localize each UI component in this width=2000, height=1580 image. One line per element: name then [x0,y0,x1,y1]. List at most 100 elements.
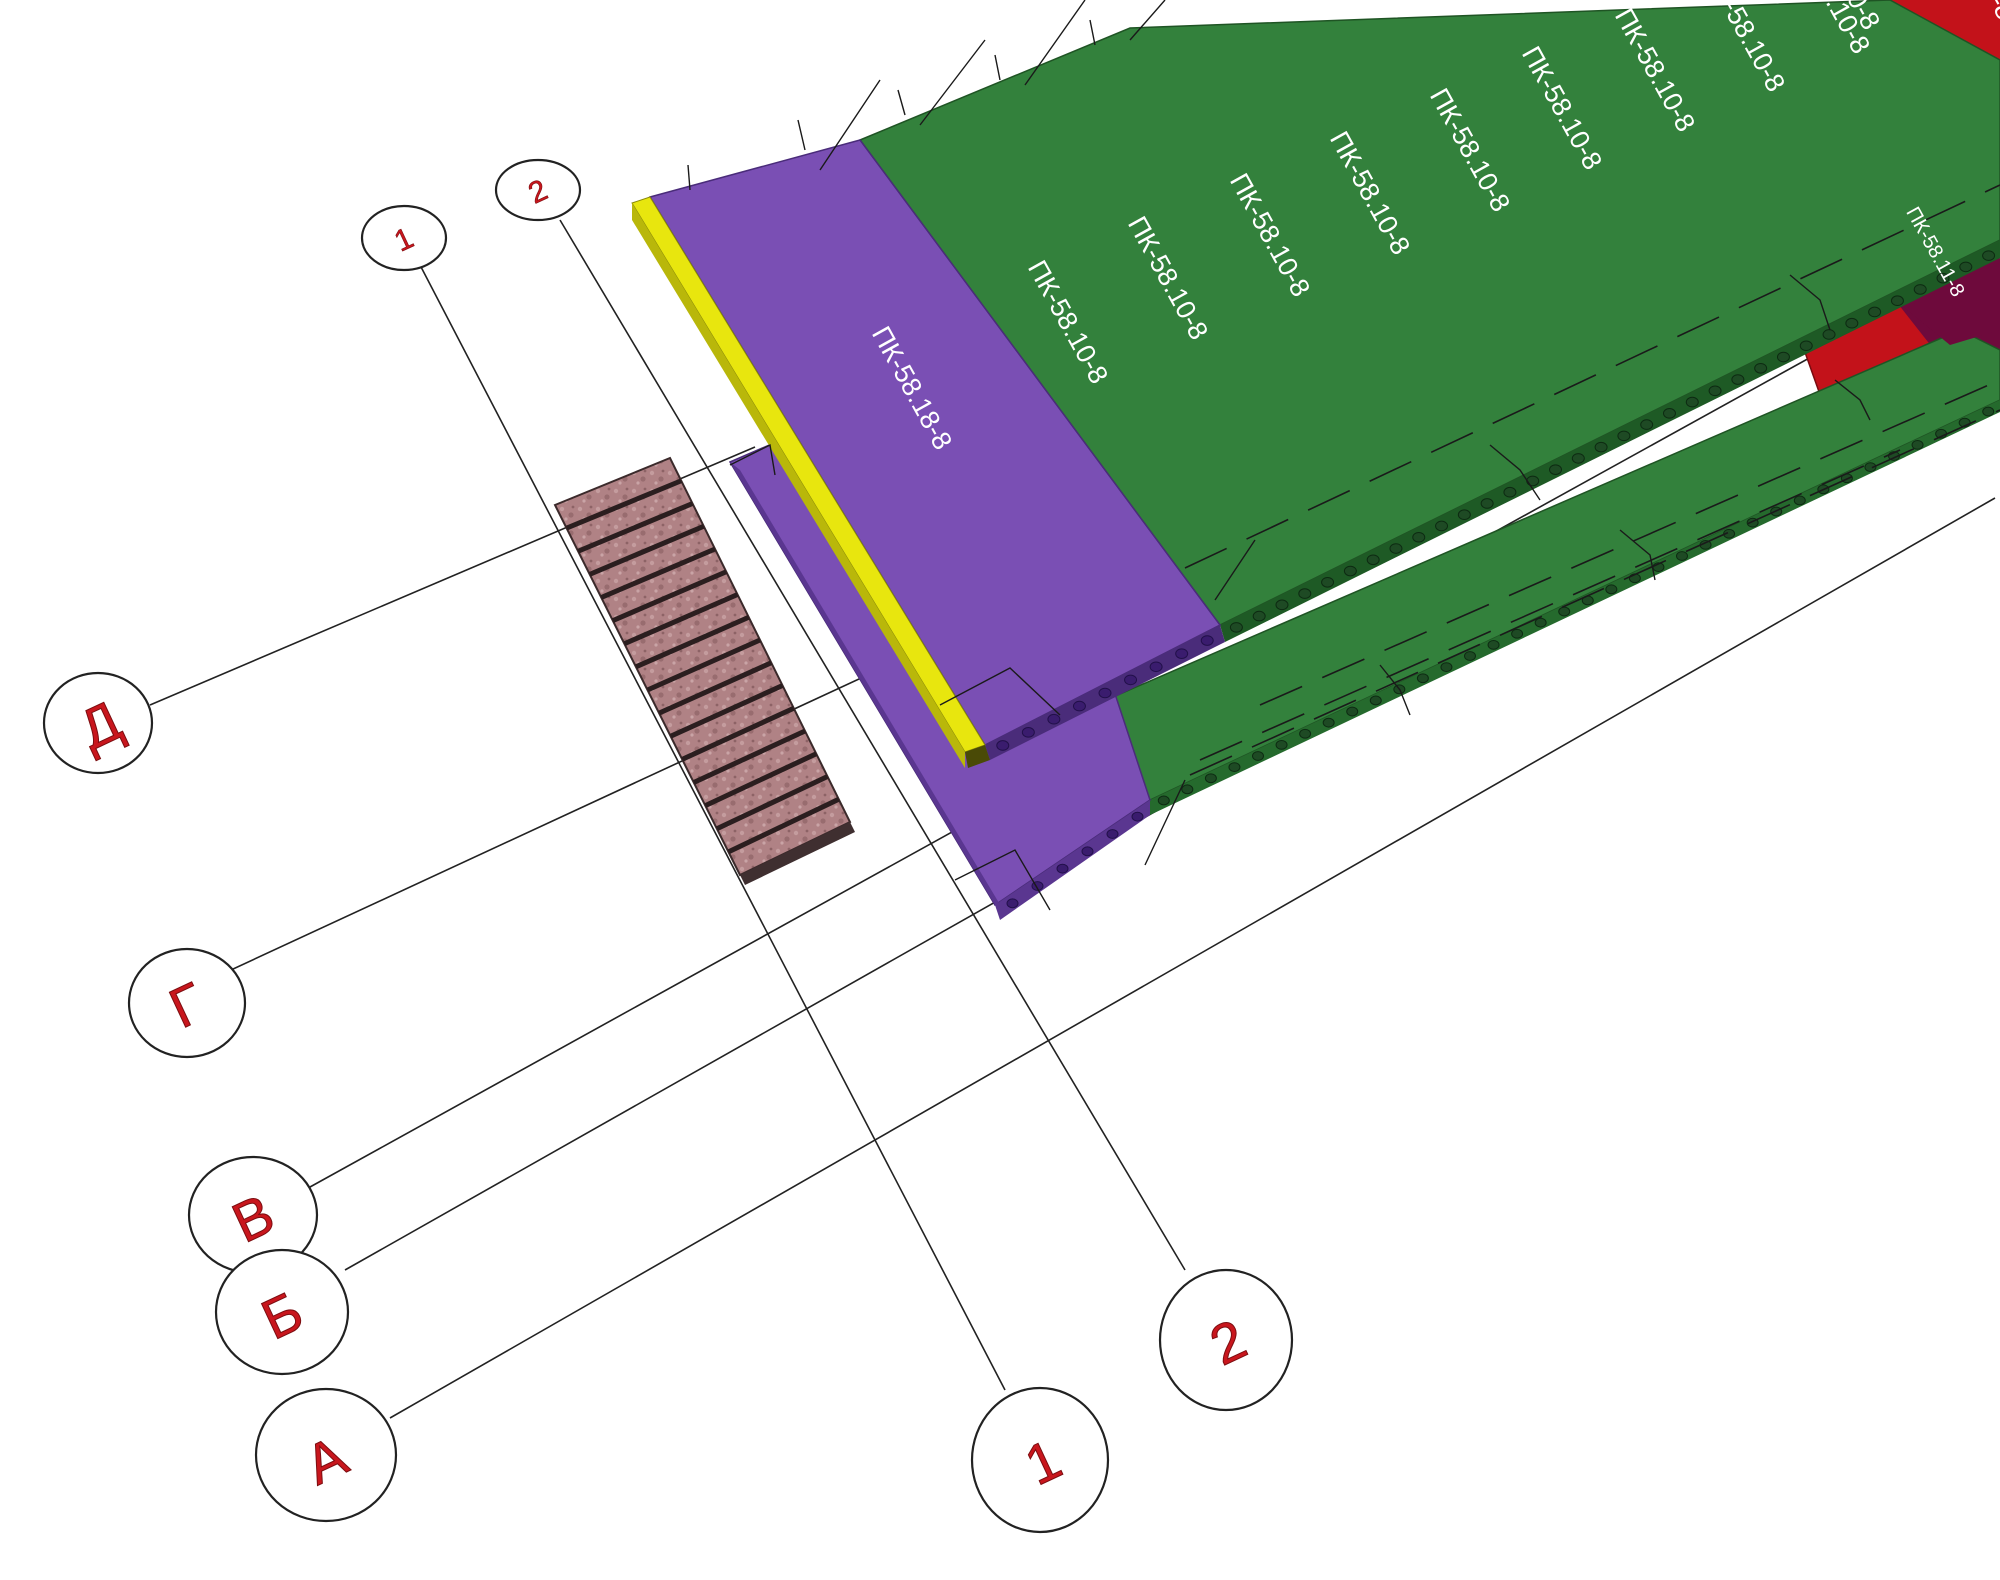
slab-core-hole [1487,639,1500,650]
slab-core-hole [1081,846,1094,857]
slab-core-hole [1229,622,1243,633]
slab-core-hole [1416,673,1429,684]
slab-core-hole [1175,648,1189,659]
slab-core-hole [1776,351,1790,363]
axis-line-2 [559,219,1186,1271]
slab-core-hole [1228,762,1241,773]
slab-core-hole [1464,651,1476,661]
stair-tread [704,751,818,808]
slab-core-hole [1343,565,1357,577]
slab-core-hole [1252,751,1264,761]
stair-tread [634,614,750,670]
slab-core-hole [1366,554,1380,566]
axis-line-a [389,497,1996,1419]
slab-core-hole [1480,498,1494,509]
slab-core-hole [1799,340,1813,352]
axis-bubble-1-bottom: 1 [970,1386,1110,1534]
slab-core-hole [1913,284,1927,295]
upper-slab-layer [631,0,2000,768]
slab-core-hole [1676,551,1688,561]
slab-core-hole [1322,717,1335,728]
slab-core-hole [1511,628,1524,639]
slab-core-hole [1275,599,1289,611]
slab-core-hole [1526,475,1540,487]
slab-core-hole [1098,687,1112,699]
slab-core-hole [1731,374,1745,385]
slab-core-hole [1275,739,1288,750]
axis-bubble-g: Г [127,947,247,1059]
slab-core-hole [1754,362,1768,374]
slab-core-hole [1056,863,1069,874]
slab-core-hole [1982,406,1995,417]
slab-core-hole [1435,520,1449,532]
stair-tread [611,569,728,623]
slab-core-hole [1021,727,1035,738]
slab-core-hole [1346,706,1359,717]
slab-core-hole [1457,509,1471,521]
slab-core-hole [1503,486,1517,498]
stair-flight [553,456,855,885]
stair-tread [577,501,694,554]
slab-core-hole [1549,464,1563,475]
slab-core-hole [1072,700,1086,712]
slab-core-hole [1321,577,1335,588]
axis-bubble-d: Д [42,671,154,775]
axis-bubble-a: А [254,1387,398,1523]
slab-core-hole [1864,462,1877,473]
stair-tread [669,683,784,739]
slab-core-hole [1200,635,1214,646]
slab-core-hole [1845,317,1859,329]
slab-core-hole [1868,306,1882,318]
slab-core-hole [1204,773,1217,784]
slab-core-hole [1685,396,1699,408]
slab-core-hole [1959,261,1973,273]
slab-core-hole [1911,439,1924,450]
axis-bubble-2-top: 2 [494,158,582,222]
slab-core-hole [1124,674,1138,686]
axis-bubble-v: В [187,1155,319,1275]
slab-core-hole [1389,543,1403,554]
slab-core-hole [1440,662,1453,673]
stair-tread [646,637,762,693]
stair-tread [715,774,829,832]
slab-core-hole [1412,531,1426,543]
stair-tread [658,660,773,716]
stair-tread [623,592,739,647]
axis-bubble-2-bottom: 2 [1158,1268,1294,1412]
slab-core-hole [1298,588,1312,599]
stair-tread [692,728,807,785]
slab-core-hole [1299,728,1312,739]
slab-core-hole [1006,898,1019,909]
axis-bubble-b: Б [214,1248,350,1376]
slab-core-hole [1571,453,1585,464]
slab-core-hole [1617,430,1631,442]
stair-tread [588,523,705,577]
slab-core-hole [1157,795,1170,806]
slab-core-hole [1252,610,1266,622]
slab-core-hole [1708,385,1722,397]
slab-core-hole [1181,784,1194,795]
slab-core-hole [1936,272,1950,284]
stair-tread [565,478,683,531]
slab-core-hole [996,740,1010,751]
slab-core-hole [1131,811,1144,822]
axis-bubble-1-top: 1 [360,204,448,272]
slab-core-hole [1369,695,1382,706]
stair-tread [727,796,840,855]
axis-bubbles: Д Г В Б А 1 2 1 [42,158,1294,1534]
slab-core-hole [1605,584,1618,595]
axis-line-1 [419,264,1006,1391]
support-lines [687,0,2000,911]
slab-core-hole [1793,495,1806,506]
slab-core-hole [1047,713,1061,725]
slab-core-hole [1106,829,1119,839]
slab-core-hole [1534,617,1547,628]
slab-core-hole [1890,295,1904,306]
slab-core-hole [1640,419,1654,430]
stair-tread [600,546,716,600]
slab-core-hole [1982,250,1996,261]
slab-core-hole [1662,408,1676,419]
slab-core-hole [1594,441,1608,453]
slab-core-hole [1558,606,1571,617]
